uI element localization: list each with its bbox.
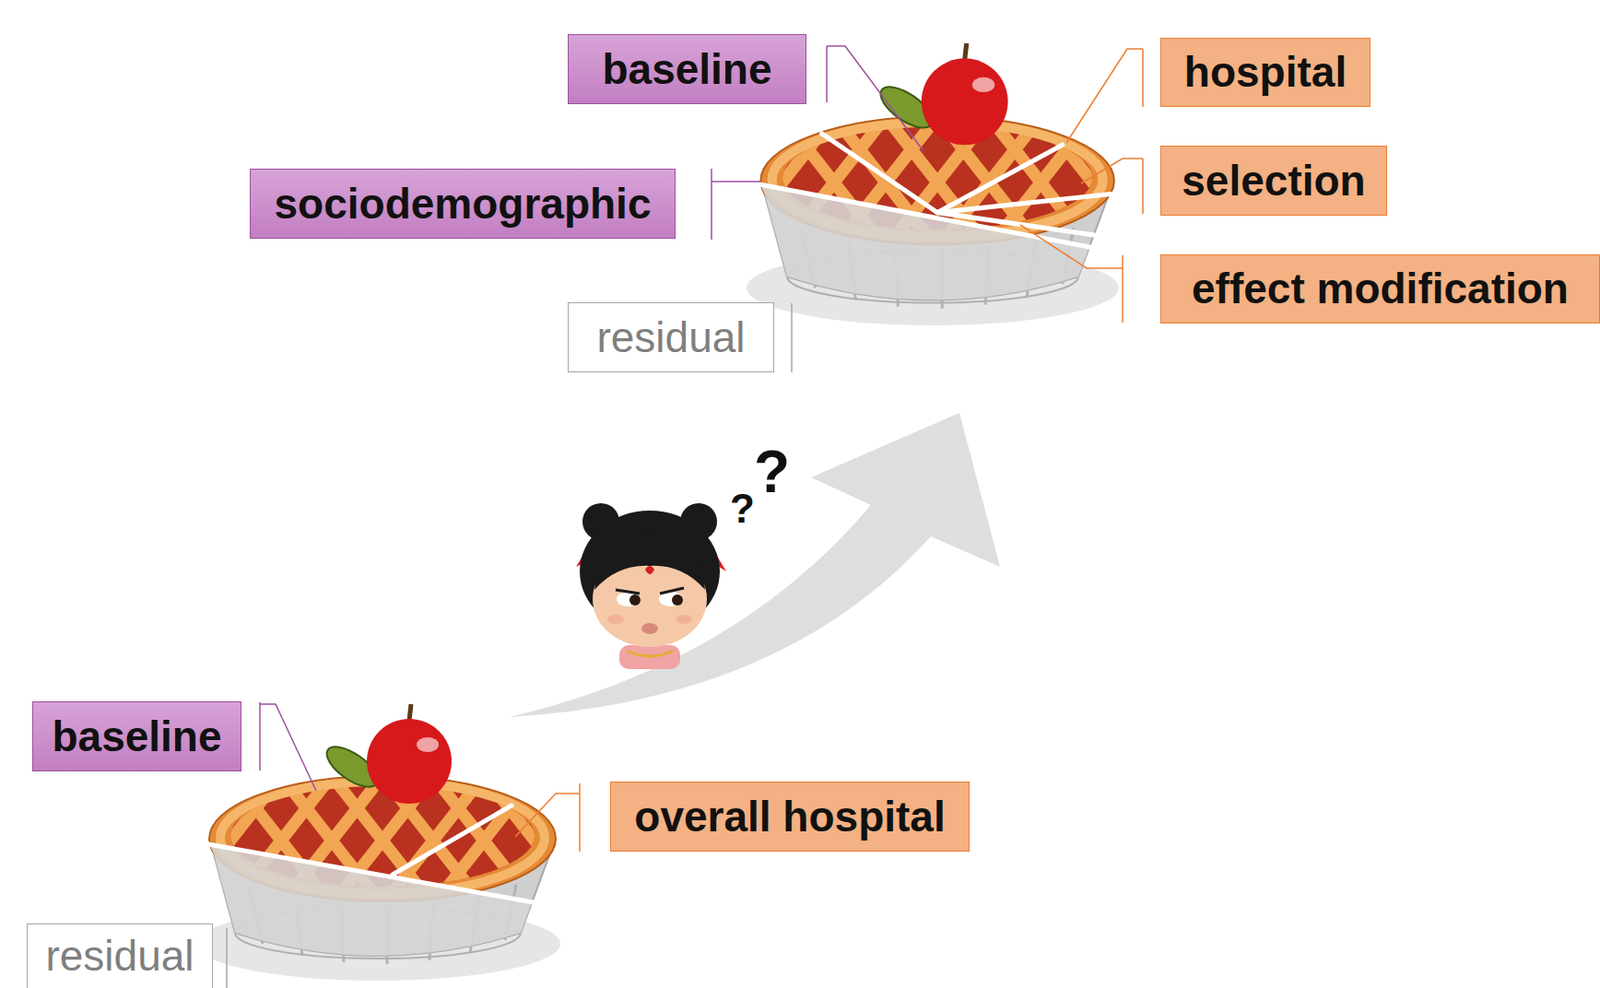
box-label: baseline bbox=[51, 713, 222, 761]
category-box: effect modification bbox=[1160, 254, 1600, 324]
residual-box: residual bbox=[26, 923, 213, 988]
box-label: residual bbox=[596, 314, 745, 362]
category-box: baseline bbox=[567, 34, 807, 105]
box-label: residual bbox=[45, 932, 194, 980]
residual-box: residual bbox=[567, 302, 775, 373]
category-box: overall hospital bbox=[610, 781, 970, 852]
question-mark: ? bbox=[753, 442, 790, 502]
category-box: hospital bbox=[1160, 37, 1371, 107]
category-box: sociodemographic bbox=[249, 168, 676, 239]
leader-lines bbox=[226, 46, 1143, 988]
puzzled-character bbox=[576, 503, 727, 670]
progress-arrow bbox=[509, 412, 1000, 718]
box-label: sociodemographic bbox=[274, 180, 652, 228]
box-label: hospital bbox=[1184, 48, 1347, 96]
question-mark: ? bbox=[729, 488, 755, 530]
category-box: selection bbox=[1160, 145, 1388, 216]
box-label: baseline bbox=[601, 46, 772, 94]
box-label: selection bbox=[1181, 157, 1365, 205]
box-label: overall hospital bbox=[634, 793, 945, 841]
box-label: effect modification bbox=[1191, 265, 1569, 313]
category-box: baseline bbox=[32, 701, 242, 772]
